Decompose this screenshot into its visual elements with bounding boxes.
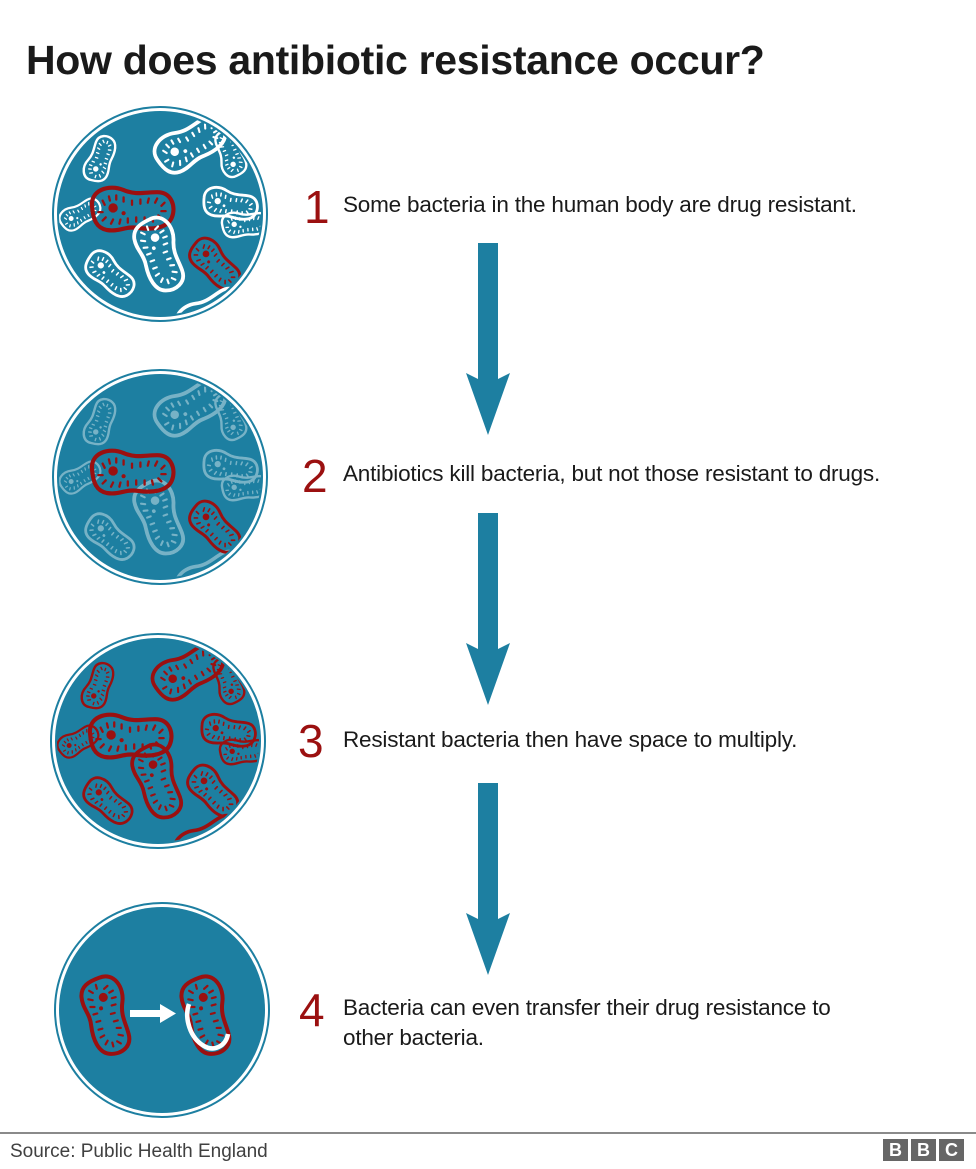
step-3-text: Resistant bacteria then have space to mu… [343,727,798,752]
faded-bacteria-circle-icon [52,369,268,585]
transfer-bacteria-circle-icon [54,902,270,1118]
bbc-logo: B B C [883,1139,964,1161]
page-title: How does antibiotic resistance occur? [26,37,765,83]
resistant-bacteria-circle-icon [50,633,266,849]
step-3-number: 3 [298,715,324,767]
source-credit: Source: Public Health England [10,1141,268,1162]
bbc-logo-letter: B [911,1139,936,1161]
down-arrow-icon [466,783,510,975]
down-arrow-icon [466,243,510,435]
bbc-logo-letter: C [939,1139,964,1161]
step-1-number: 1 [304,181,330,233]
step-4-text-line1: Bacteria can even transfer their drug re… [343,995,831,1020]
down-arrow-icon [466,513,510,705]
step-2-text: Antibiotics kill bacteria, but not those… [343,461,881,486]
transfer-arrow-icon [130,1004,176,1023]
step-4-number: 4 [299,984,325,1036]
mixed-bacteria-circle-icon [52,106,268,322]
step-4-text: Bacteria can even transfer their drug re… [343,993,831,1053]
step-1-text: Some bacteria in the human body are drug… [343,192,857,217]
step-4-text-line2: other bacteria. [343,1025,484,1050]
bbc-logo-letter: B [883,1139,908,1161]
step-2-number: 2 [302,450,328,502]
footer-divider [0,1132,976,1134]
